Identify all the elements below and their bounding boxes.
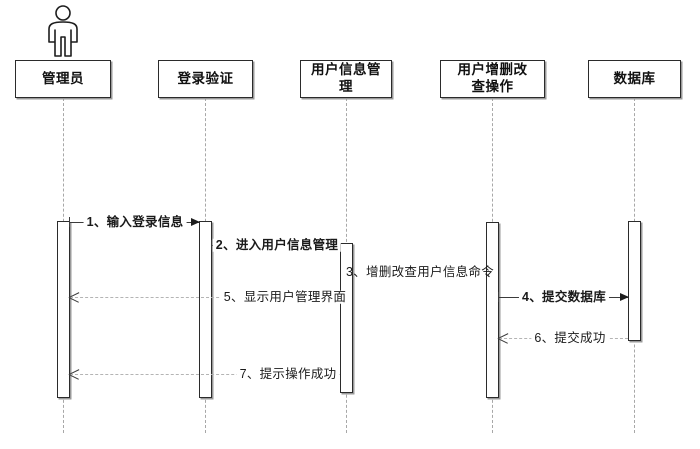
message-5-label: 5、显示用户管理界面 (220, 291, 350, 304)
lifeline-label-login: 登录验证 (177, 70, 234, 86)
lifeline-label-admin: 管理员 (42, 70, 84, 86)
lifeline-header-database[interactable]: 数据库 (588, 60, 681, 98)
message-2-label: 2、进入用户信息管理 (212, 239, 342, 252)
activation-bar-login[interactable] (199, 221, 212, 398)
lifeline-header-login[interactable]: 登录验证 (158, 60, 253, 98)
activation-bar-userinfo[interactable] (340, 243, 353, 393)
message-7-label: 7、提示操作成功 (236, 368, 340, 381)
actor-person-icon (41, 4, 85, 58)
message-6-arrowhead (497, 332, 509, 344)
message-1-tail (69, 217, 70, 227)
message-1-label: 1、输入登录信息 (83, 216, 187, 229)
lifeline-label-userinfo-line2: 理 (339, 79, 353, 94)
activation-bar-admin[interactable] (57, 221, 70, 398)
lifeline-header-userinfo[interactable]: 用户信息管 理 (300, 60, 392, 98)
message-2-tail (211, 240, 212, 250)
message-4-label: 4、提交数据库 (518, 291, 610, 304)
activation-bar-database[interactable] (628, 221, 641, 341)
message-4-tail (498, 292, 499, 302)
activation-bar-crud[interactable] (486, 222, 499, 398)
message-7-line (70, 374, 340, 375)
lifeline-label-database: 数据库 (613, 70, 656, 86)
lifeline-label-userinfo-line1: 用户信息管 (311, 62, 381, 78)
message-4-arrowhead (620, 292, 629, 301)
lifeline-label-crud-line1: 用户增删改 (457, 62, 528, 78)
message-1-arrowhead (191, 217, 200, 226)
message-6-label: 6、提交成功 (531, 332, 609, 345)
message-3-label: 3、增删改查用户信息命令 (345, 264, 495, 279)
lifeline-header-crud[interactable]: 用户增删改 查操作 (440, 60, 545, 98)
message-5-arrowhead (68, 291, 80, 303)
message-7-arrowhead (68, 368, 80, 380)
lifeline-label-crud-line2: 查操作 (471, 79, 514, 94)
lifeline-header-admin[interactable]: 管理员 (15, 60, 111, 98)
message-5-line (70, 297, 340, 298)
